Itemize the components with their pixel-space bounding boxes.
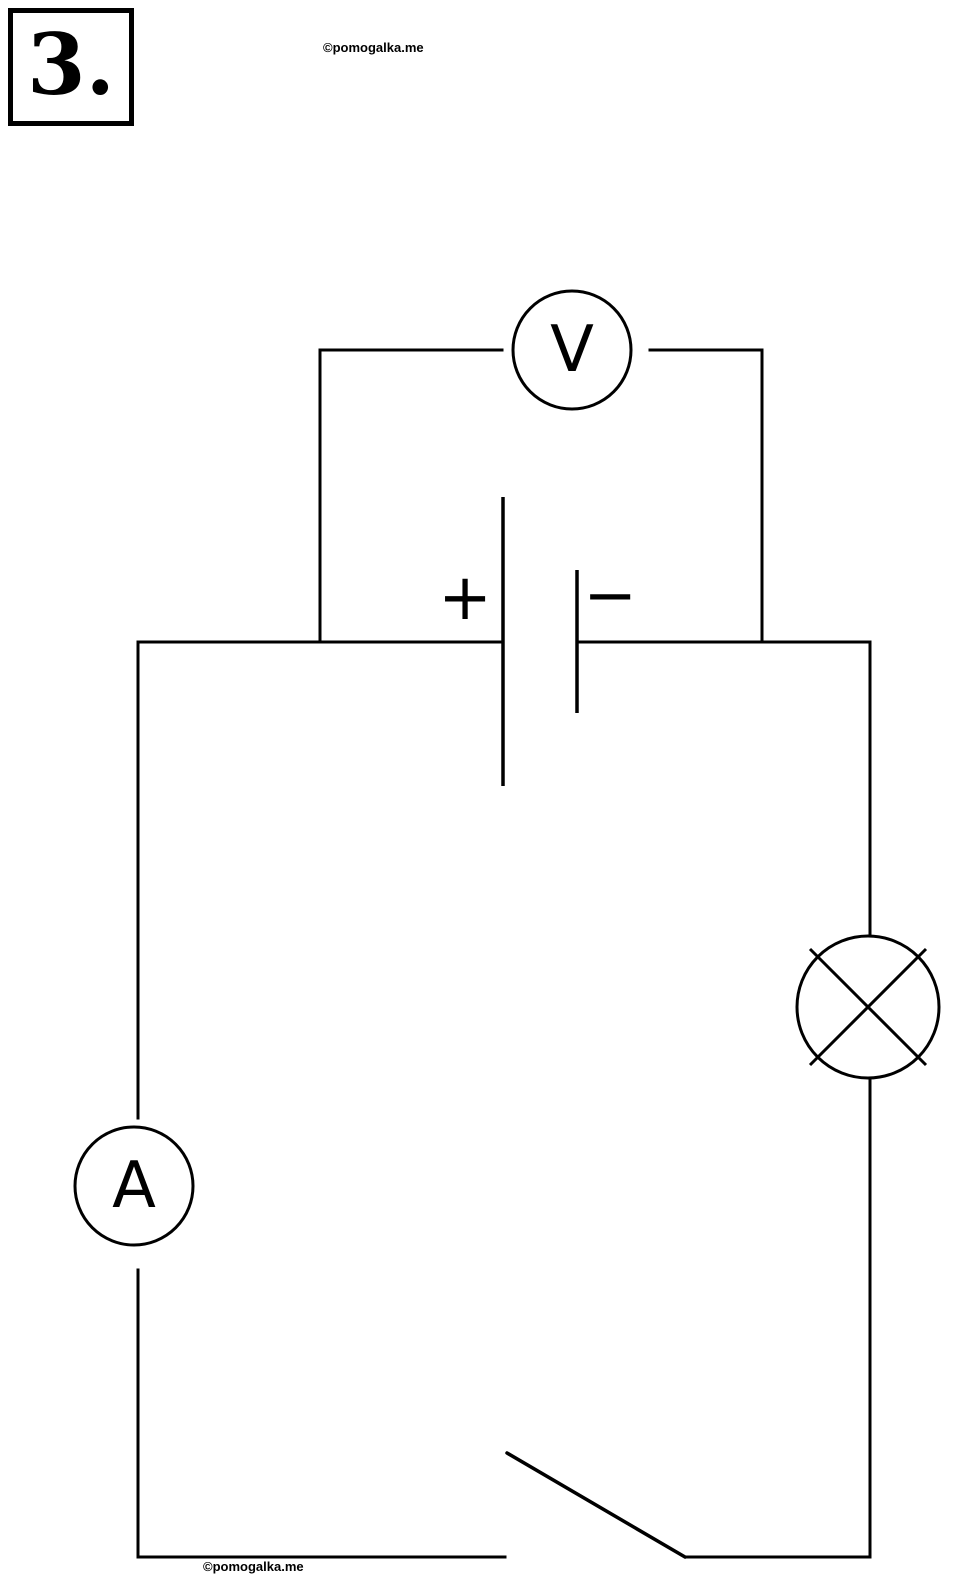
ammeter-circle <box>73 1125 195 1247</box>
main-wire-left-lower <box>136 1268 507 1559</box>
lamp-cross-icon <box>795 934 941 1080</box>
voltmeter-wire-right <box>648 348 764 644</box>
lamp-cross-line-2 <box>808 947 928 1067</box>
battery-minus-label: − <box>583 559 637 633</box>
voltmeter-circle <box>511 289 633 411</box>
ammeter: A <box>73 1125 195 1247</box>
battery-plus-label: + <box>438 561 492 635</box>
switch-blade <box>505 1451 687 1559</box>
problem-number: 3. <box>27 15 115 114</box>
voltmeter: V <box>511 289 633 411</box>
voltmeter-label: V <box>550 313 594 387</box>
watermark-bottom: ©pomogalka.me <box>203 1559 304 1574</box>
problem-number-box: 3. <box>8 8 134 126</box>
main-wire-top-left <box>136 640 505 1120</box>
main-wire-right-lower <box>684 1076 872 1559</box>
voltmeter-wire-left <box>318 348 504 644</box>
watermark-top: ©pomogalka.me <box>323 40 424 55</box>
battery <box>501 497 579 786</box>
ammeter-label: A <box>112 1149 156 1223</box>
main-wire-top-right <box>575 640 872 938</box>
